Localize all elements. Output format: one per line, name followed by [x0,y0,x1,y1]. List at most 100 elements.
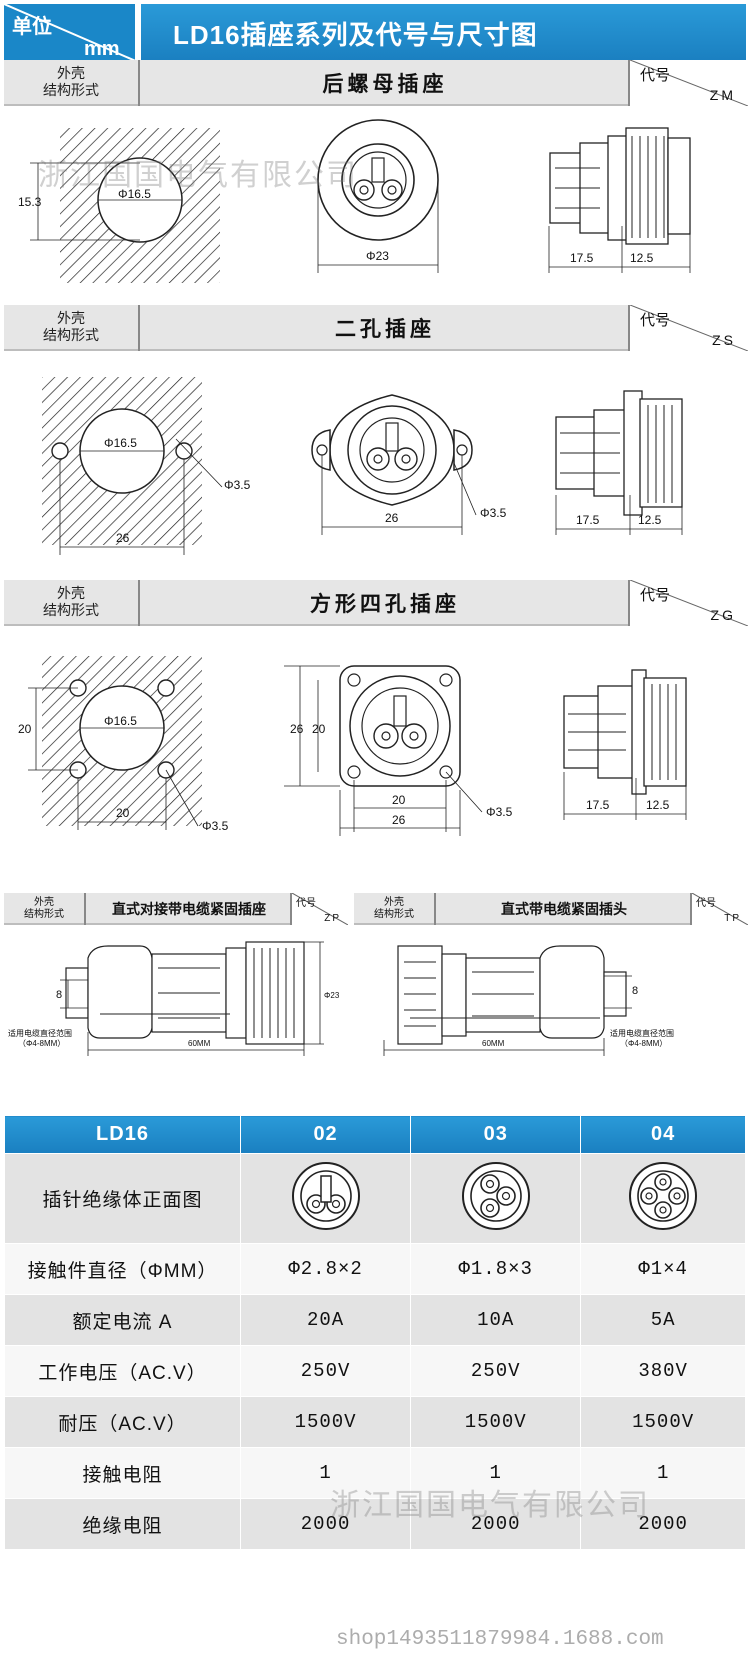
dim-cable-h-r: 8 [632,985,638,997]
dim-cable-len-r: 60MM [482,1039,505,1048]
watermark: 浙江国国电气有限公司 [38,159,358,192]
drawing-zg: Φ16.5 20 20 Φ3.5 26 20 20 26 Φ3.5 [18,656,687,836]
cell: 2000 [239,1498,412,1550]
unit-box: 单位 mm [4,4,138,62]
code-box: 代号 ZG [628,580,748,626]
dim-flange-span: 26 [385,511,399,525]
dim-face-pin: Φ3.5 [486,805,513,819]
dim-hole-w: 20 [116,806,130,820]
dim-len-a: 17.5 [586,798,610,812]
code-value: ZM [709,87,736,103]
dim-cable-d: Φ23 [324,991,340,1000]
dim-outer-w: 26 [392,813,406,827]
dim-len-b: 12.5 [646,798,670,812]
watermark: 浙江国国电气有限公司 [330,1489,650,1522]
cell: 1 [410,1447,582,1499]
dim-cable-len: 60MM [188,1039,211,1048]
section-title: 直式对接带电缆紧固插座 [112,901,266,917]
section-bar-tp: 外壳结构形式 直式带电缆紧固插头 代号 TP [354,892,749,926]
unit-value: mm [84,38,120,60]
page-title: LD16插座系列及代号与尺寸图 [141,4,746,62]
dim-hole-d: Φ16.5 [104,436,137,450]
dim-outer-d: Φ23 [366,249,389,263]
cell: Φ2.8×2 [239,1243,412,1295]
cell: Φ1.8×3 [410,1243,582,1295]
row-label: 耐压（AC.V） [4,1396,241,1448]
section-title: 直式带电缆紧固插头 [501,901,627,917]
dim-pin-d: Φ3.5 [224,478,251,492]
dim-cable-h: 8 [56,989,62,1001]
dim-flange-pin: Φ3.5 [480,506,507,520]
cell: 250V [410,1345,582,1397]
cell: 5A [580,1294,746,1346]
cable-range-label-r: 适用电缆直径范围 [610,1028,674,1038]
dim-pin-d: Φ3.5 [202,819,229,833]
code-box: 代号 TP [690,892,749,926]
cell: 1500V [580,1396,746,1448]
code-box: 代号 ZS [628,305,748,351]
shell-label: 外壳结构形式 [4,580,140,626]
cell: 2000 [580,1498,746,1550]
dim-hole-d: Φ16.5 [118,187,151,201]
section-title: 二孔插座 [335,318,435,341]
unit-label: 单位 [12,16,52,38]
row-label: 工作电压（AC.V） [4,1345,241,1397]
cell: 2000 [410,1498,582,1550]
cell: 1 [239,1447,412,1499]
cell: 1500V [239,1396,412,1448]
dim-len-b: 12.5 [638,513,662,527]
dim-len-b: 12.5 [630,251,654,265]
table-header: 03 [410,1115,582,1154]
table-header-row: LD16 02 03 04 [4,1115,746,1154]
cell: 1500V [410,1396,582,1448]
cell: 10A [410,1294,582,1346]
face-view-03 [410,1153,582,1244]
section-bar-zp: 外壳结构形式 直式对接带电缆紧固插座 代号 ZP [4,892,349,926]
section-bar-zs: 外壳结构形式 二孔插座 代号 ZS [4,305,748,351]
row-label: 插针绝缘体正面图 [4,1153,241,1244]
drawing-cable: 8 Φ23 60MM 适用电缆直径范围 （Φ4-8MM） 8 60MM 适用电缆… [8,941,674,1056]
row-label: 接触件直径（ΦMM） [4,1243,241,1295]
dim-hole-h: 20 [18,722,32,736]
cable-range-value-r: （Φ4-8MM） [620,1039,667,1048]
code-box: 代号 ZP [290,892,349,926]
cell: 380V [580,1345,746,1397]
footer-url: shop1493511879984.1688.com [336,1628,664,1651]
code-box: 代号 ZM [628,60,748,106]
table-row: 耐压（AC.V） 1500V 1500V 1500V [4,1396,746,1448]
table-row: 工作电压（AC.V） 250V 250V 380V [4,1345,746,1397]
dim-span: 26 [116,531,130,545]
dim-len-a: 17.5 [570,251,594,265]
row-label: 绝缘电阻 [4,1498,241,1550]
row-label: 接触电阻 [4,1447,241,1499]
code-value: ZG [710,607,736,623]
insulator-face-04-icon [629,1161,698,1230]
section-bar-zg: 外壳结构形式 方形四孔插座 代号 ZG [4,580,748,626]
dim-hole-h: 15.3 [18,195,42,209]
shell-label: 外壳结构形式 [4,60,140,106]
page-header: 单位 mm LD16插座系列及代号与尺寸图 [0,0,750,66]
table-row: 额定电流 A 20A 10A 5A [4,1294,746,1346]
cell: 250V [239,1345,412,1397]
cell: Φ1×4 [580,1243,746,1295]
cell: 20A [239,1294,412,1346]
section-bar-zm: 外壳结构形式 后螺母插座 代号 ZM [4,60,748,106]
face-view-02 [239,1153,412,1244]
cable-range-value: （Φ4-8MM） [18,1039,65,1048]
table-header: 04 [580,1115,746,1154]
face-view-04 [580,1153,746,1244]
unit-divider [4,4,138,62]
dim-outer-h: 26 [290,722,304,736]
insulator-face-03-icon [461,1161,530,1230]
drawing-zm: Φ16.5 15.3 Φ23 17.5 12.5 [18,119,691,283]
dim-inner-h: 20 [312,722,326,736]
row-label: 额定电流 A [4,1294,241,1346]
shell-label: 外壳结构形式 [4,305,140,351]
spec-table: LD16 02 03 04 插针绝缘体正面图 [4,1115,746,1550]
drawing-zs: Φ16.5 26 Φ3.5 26 Φ3.5 17.5 12.5 [42,377,683,555]
table-header: LD16 [4,1115,241,1154]
table-row: 接触件直径（ΦMM） Φ2.8×2 Φ1.8×3 Φ1×4 [4,1243,746,1295]
dim-inner-w: 20 [392,793,406,807]
dim-len-a: 17.5 [576,513,600,527]
table-row: 插针绝缘体正面图 [4,1153,746,1244]
